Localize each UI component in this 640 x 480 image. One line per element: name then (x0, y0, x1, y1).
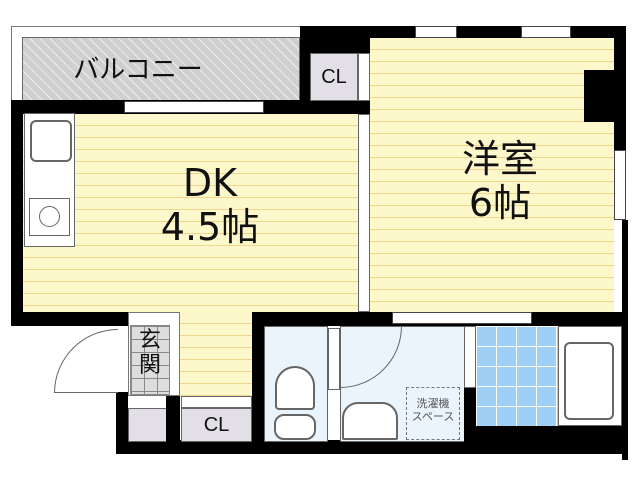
stove-icon (29, 198, 70, 236)
western-room-name: 洋室 (461, 137, 538, 181)
entrance-door-swing[interactable] (54, 329, 118, 393)
washer-space: 洗濯機 スペース (406, 387, 460, 440)
wall-pillar-inner (584, 70, 614, 122)
bathtub-icon (564, 342, 614, 420)
wall-entrance-left (116, 392, 128, 452)
wall-room-top (358, 26, 626, 38)
bathroom-tiles (476, 326, 558, 426)
wall-dk-left (11, 100, 23, 326)
entrance-tiles: 玄 関 (130, 325, 170, 395)
dk-label: DK 4.5帖 (130, 161, 290, 249)
dk-room-name: DK (182, 161, 238, 205)
dk-floor (23, 114, 358, 312)
shoe-box (128, 408, 170, 442)
western-room-size: 6帖 (468, 180, 532, 225)
balcony: バルコニー (22, 37, 300, 101)
room-window-1[interactable] (415, 26, 457, 38)
western-room-floor (370, 38, 614, 312)
washer-space-label-top: 洗濯機 (416, 397, 450, 410)
balcony-window[interactable] (124, 101, 264, 113)
balcony-label: バルコニー (73, 55, 203, 85)
wall-entrance-divider (166, 396, 180, 442)
closet-top-door[interactable] (358, 53, 370, 101)
washbasin-icon (342, 402, 398, 440)
partition-sliding-door[interactable] (358, 114, 370, 312)
closet-top: CL (310, 53, 358, 101)
dk-room-size: 4.5帖 (160, 204, 260, 249)
toilet-seat-icon (274, 414, 316, 440)
room-window-2[interactable] (521, 26, 571, 38)
closet-bottom: CL (181, 408, 252, 442)
bath-door[interactable] (464, 326, 476, 388)
washer-space-label-bottom: スペース (411, 409, 455, 423)
wall-utility-left (252, 312, 264, 452)
toilet-door[interactable] (328, 328, 340, 390)
entrance-label-top: 玄 (138, 328, 161, 353)
closet-bottom-door[interactable] (181, 396, 252, 408)
wall-bath-divider (464, 388, 476, 442)
wall-bottom (116, 440, 628, 454)
hall-floor (180, 312, 252, 396)
room-window-right[interactable] (614, 150, 626, 220)
entrance-label-bottom: 関 (138, 353, 161, 379)
bath-bottom-strip (476, 426, 622, 442)
wall-room-right-low (622, 220, 628, 460)
sink-icon (30, 120, 72, 162)
bath-window[interactable] (392, 312, 532, 324)
toilet-icon (275, 366, 315, 410)
western-room-label: 洋室 6帖 (440, 137, 560, 225)
wall-dk-bottom-left (11, 312, 129, 326)
